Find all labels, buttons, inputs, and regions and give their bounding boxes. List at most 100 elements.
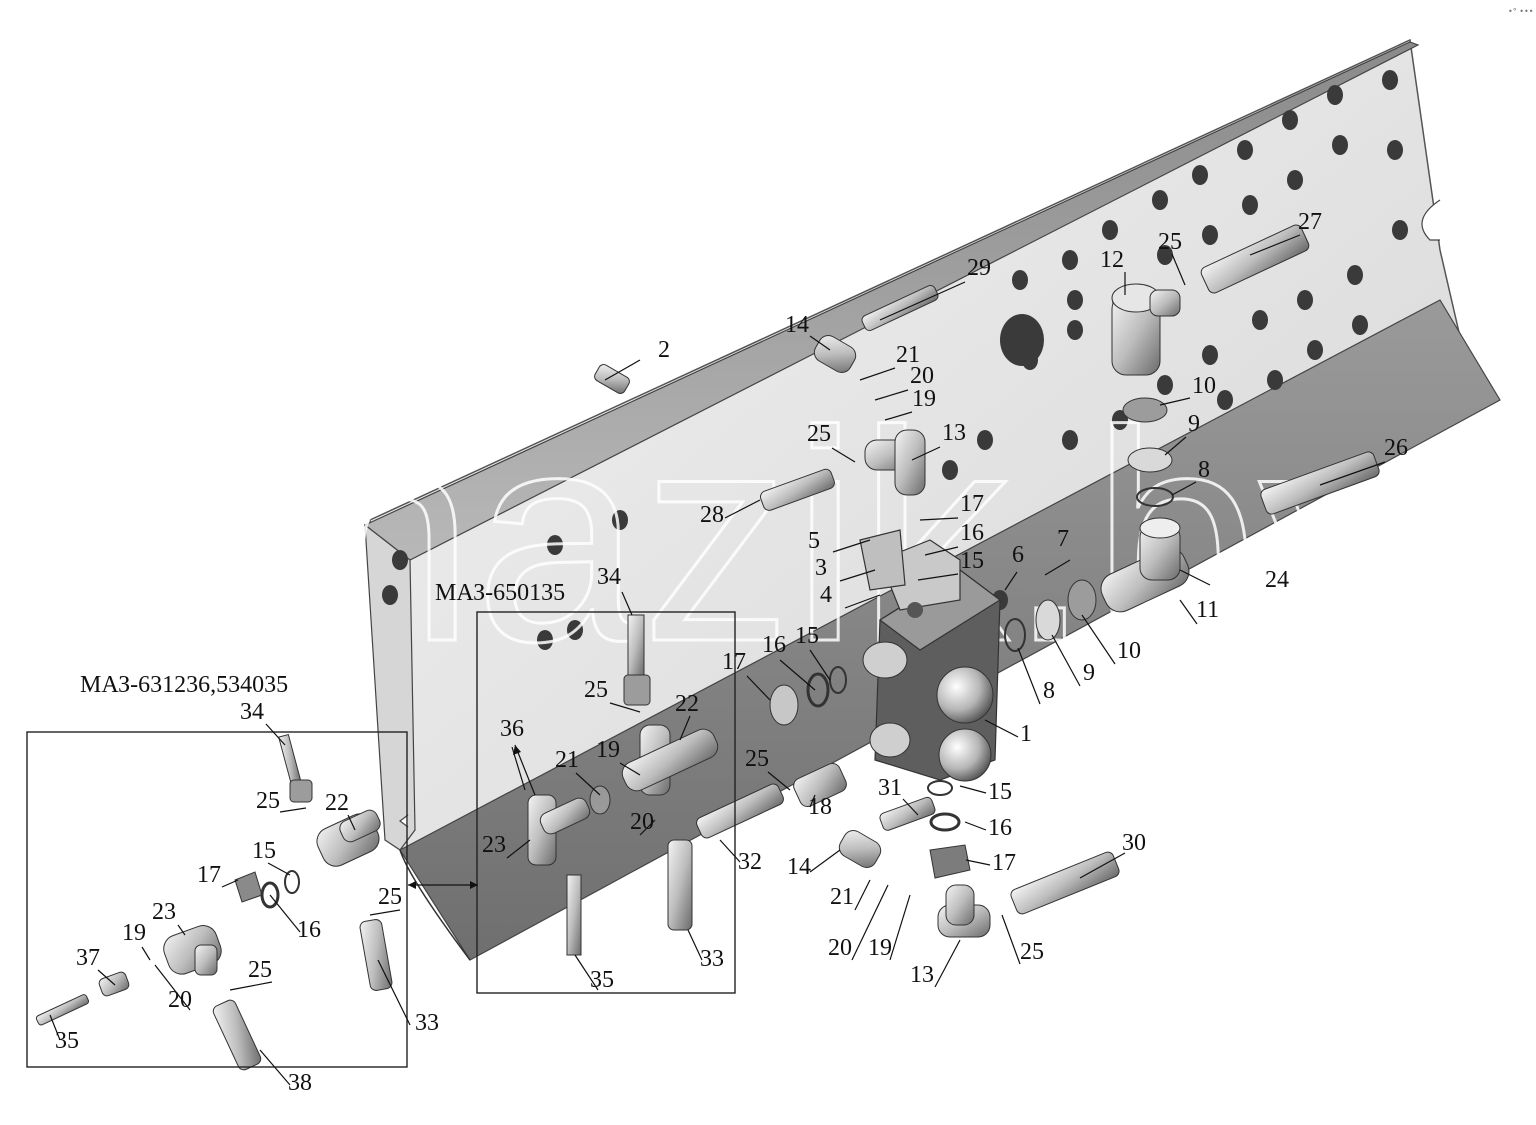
frame-hole — [1202, 225, 1218, 245]
frame-hole — [1267, 370, 1283, 390]
elbow-14-top — [813, 335, 857, 373]
leader-line — [767, 771, 791, 791]
ring-8-mid — [1004, 618, 1026, 652]
variant-box-631236 — [26, 731, 408, 1068]
leader-line — [839, 569, 876, 582]
frame-hole — [1067, 320, 1083, 340]
corner-mark: •° ••• — [1508, 7, 1533, 16]
frame-large-hole — [1000, 314, 1044, 366]
leader-line — [1179, 599, 1198, 625]
frame-hole — [1327, 85, 1343, 105]
bolt-31 — [879, 796, 936, 831]
frame-hole — [1332, 135, 1348, 155]
bolt-2 — [594, 364, 630, 394]
leader-line — [859, 367, 896, 381]
tube-33-650135 — [667, 839, 693, 931]
frame-hole — [1307, 340, 1323, 360]
leader-line — [959, 785, 987, 794]
leader-line — [1044, 559, 1071, 576]
frame-front-notch — [399, 814, 409, 828]
frame-hole — [1252, 310, 1268, 330]
callout-number: 31 — [878, 775, 902, 801]
callout-number: 26 — [1384, 435, 1408, 461]
callout-number: 36 — [500, 716, 524, 742]
leader-line — [506, 839, 531, 859]
leader-line — [347, 814, 356, 831]
callout-number: 16 — [988, 815, 1012, 841]
frame-hole — [1297, 290, 1313, 310]
leader-line — [831, 447, 856, 463]
callout-number: 11 — [1196, 597, 1219, 623]
callout-number: 12 — [1100, 247, 1124, 273]
leader-line — [1017, 647, 1041, 705]
callout-number: 22 — [675, 691, 699, 717]
variant-title-650135: МАЗ-650135 — [435, 580, 565, 606]
callout-number: 8 — [1043, 678, 1055, 704]
frame-hole — [1157, 245, 1173, 265]
leader-line — [884, 411, 913, 421]
callout-number: 34 — [240, 699, 264, 725]
frame-hole — [1387, 140, 1403, 160]
nut-17-low — [929, 844, 971, 879]
nipple-34-650135 — [627, 614, 645, 676]
leader-line — [719, 839, 741, 863]
tee-11 — [1100, 517, 1190, 613]
callout-number: 20 — [630, 809, 654, 835]
leader-line — [1164, 436, 1187, 456]
leader-line — [911, 446, 941, 461]
leader-line — [1171, 481, 1197, 496]
frame-hole — [942, 460, 958, 480]
valve-block — [862, 539, 1002, 782]
tee-23-650135 — [527, 794, 591, 866]
callout-number: 25 — [584, 677, 608, 703]
callout-number: 25 — [1020, 939, 1044, 965]
leader-line — [1079, 852, 1126, 879]
cross-22-631236 — [316, 809, 381, 867]
callout-number: 14 — [785, 312, 809, 338]
callout-number: 28 — [700, 502, 724, 528]
callout-number: 18 — [808, 794, 832, 820]
leader-line — [874, 389, 909, 401]
callout-number: 35 — [590, 967, 614, 993]
frame-hole — [382, 585, 398, 605]
callout-number: 29 — [967, 255, 991, 281]
leader-line — [1179, 569, 1211, 586]
arrow-36-head — [513, 745, 521, 755]
nut-34-650135 — [623, 674, 651, 706]
bracket — [859, 529, 906, 591]
callout-number: 20 — [168, 987, 192, 1013]
leader-line — [269, 894, 301, 933]
leader-line — [724, 499, 761, 519]
callout-number: 21 — [896, 342, 920, 368]
leader-line — [889, 894, 911, 961]
callout-number: 7 — [1057, 526, 1069, 552]
leader-line — [49, 1014, 61, 1041]
callout-number: 15 — [988, 779, 1012, 805]
callout-number: 5 — [808, 528, 820, 554]
leader-line — [621, 591, 633, 616]
leader-line — [809, 849, 841, 873]
leader-line — [265, 723, 286, 746]
callout-number: 16 — [960, 520, 984, 546]
callout-number: 19 — [868, 935, 892, 961]
frame-hole — [977, 430, 993, 450]
callout-number: 16 — [297, 917, 321, 943]
nipple-30 — [1010, 851, 1120, 915]
callout-number: 25 — [378, 884, 402, 910]
frame-hole — [567, 620, 583, 640]
frame-hole — [1102, 220, 1118, 240]
variant-box-650135 — [476, 611, 736, 994]
leader-line — [221, 879, 239, 888]
callout-number: 9 — [1083, 660, 1095, 686]
callout-number: 15 — [252, 838, 276, 864]
washer-9-top — [1127, 447, 1173, 473]
leader-line — [639, 819, 656, 836]
leader-line — [919, 517, 959, 521]
nut-10-top — [1122, 397, 1168, 423]
leader-line — [575, 772, 601, 796]
leader-line — [574, 954, 599, 991]
frame-hole — [1067, 290, 1083, 310]
leader-line — [177, 924, 186, 936]
leader-line — [511, 746, 526, 791]
